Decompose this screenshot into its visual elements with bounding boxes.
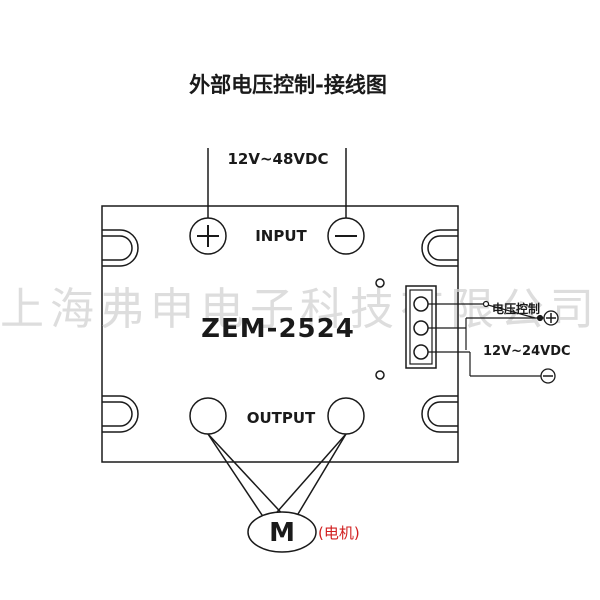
output-terminal-left bbox=[189, 397, 227, 435]
model-name: ZEM-2524 bbox=[201, 314, 355, 344]
input-positive-terminal bbox=[189, 217, 227, 255]
control-negative-symbol bbox=[540, 368, 556, 384]
motor-letter: M bbox=[269, 518, 295, 548]
input-negative-terminal bbox=[327, 217, 365, 255]
control-voltage-label: 12V~24VDC bbox=[483, 344, 571, 359]
mounting-ear-top-right bbox=[421, 229, 458, 267]
input-label: INPUT bbox=[255, 227, 307, 245]
motor-symbol: M bbox=[247, 511, 317, 553]
supply-voltage-label: 12V~48VDC bbox=[228, 150, 329, 168]
module-body bbox=[101, 205, 459, 463]
mounting-ear-bottom-left bbox=[102, 395, 139, 433]
output-label: OUTPUT bbox=[247, 409, 316, 427]
diagram-title: 外部电压控制-接线图 bbox=[189, 73, 387, 97]
hole-upper bbox=[375, 278, 385, 288]
control-label: 电压控制 bbox=[492, 301, 540, 316]
control-terminal-block bbox=[405, 285, 437, 369]
watermark: 上海弗申电子科技有限公司 bbox=[0, 284, 600, 335]
output-terminal-right bbox=[327, 397, 365, 435]
motor-label: (电机) bbox=[318, 524, 360, 542]
mounting-ear-top-left bbox=[102, 229, 139, 267]
hole-lower bbox=[375, 370, 385, 380]
control-positive-symbol bbox=[543, 310, 559, 326]
mounting-ear-bottom-right bbox=[421, 395, 458, 433]
motor-wires bbox=[207, 433, 347, 525]
control-wires bbox=[428, 300, 545, 377]
